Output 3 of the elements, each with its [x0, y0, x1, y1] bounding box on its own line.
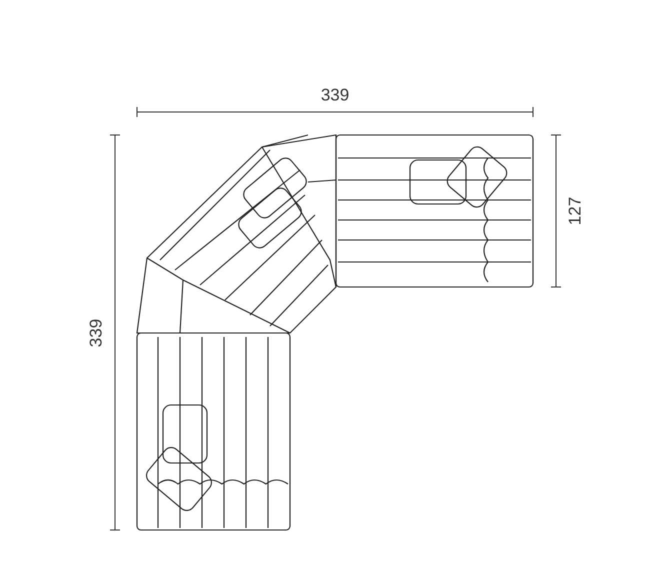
dimension-label: 339 — [320, 86, 350, 104]
dimension-label: 127 — [566, 196, 584, 226]
dimension-label: 339 — [88, 318, 104, 348]
